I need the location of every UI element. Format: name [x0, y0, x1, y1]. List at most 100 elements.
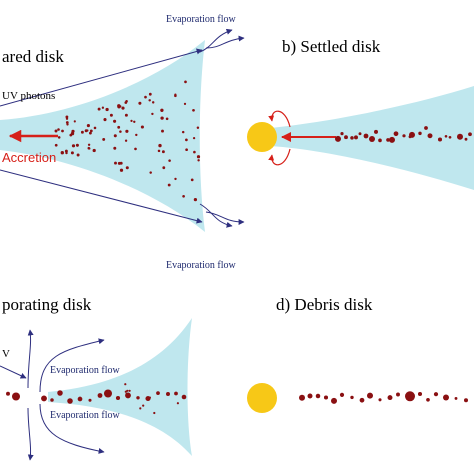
dust-grain-icon: [70, 151, 74, 155]
dust-grain-icon: [424, 126, 428, 130]
dust-grain-icon: [41, 395, 47, 402]
dust-grain-icon: [396, 392, 400, 397]
dust-grain-icon: [160, 108, 164, 112]
panel-b: b) Settled disk: [247, 37, 474, 190]
evaporation-flow-arrow-left-top: [27, 329, 34, 389]
dust-grain-icon: [160, 116, 164, 120]
panel-c: porating disk V Evaporation flow Evapora…: [0, 295, 192, 461]
dust-grain-icon: [158, 143, 162, 148]
dust-grain-icon: [73, 120, 76, 123]
dust-grain-icon: [323, 395, 329, 400]
dust-grain-icon: [113, 119, 117, 123]
dust-grain-icon: [86, 129, 89, 132]
dust-grain-icon: [354, 135, 358, 140]
dust-grain-icon: [134, 147, 137, 151]
dust-grain-icon: [161, 129, 164, 133]
dust-grain-icon: [444, 135, 448, 138]
panel-c-title: porating disk: [2, 295, 92, 314]
dust-grain-icon: [181, 394, 187, 400]
dust-grain-icon: [142, 404, 145, 407]
dust-grain-icon: [196, 155, 201, 159]
evaporation-flow-label-c-bottom: Evaporation flow: [50, 410, 120, 421]
evaporation-flow-arrow-right-bottom: [39, 403, 105, 454]
dust-grain-icon: [433, 392, 439, 397]
dust-grain-icon: [57, 136, 61, 139]
dust-grain-icon: [133, 120, 136, 123]
debris-disk-grains: [299, 391, 468, 404]
dust-grain-icon: [378, 138, 382, 143]
dust-grain-icon: [374, 129, 378, 134]
dust-grain-icon: [176, 402, 179, 405]
dust-grain-icon: [125, 392, 128, 395]
dust-grain-icon: [448, 135, 452, 139]
evaporation-flow-label-c-top: Evaporation flow: [50, 365, 120, 376]
dust-grain-icon: [128, 389, 131, 392]
dust-grain-icon: [157, 149, 161, 153]
dust-grain-icon: [121, 106, 125, 110]
dust-grain-icon: [185, 138, 188, 142]
dust-grain-icon: [153, 411, 156, 415]
dust-grain-icon: [350, 136, 354, 140]
dust-grain-icon: [151, 112, 154, 116]
dust-grain-icon: [105, 107, 109, 112]
uv-label: V: [2, 348, 10, 360]
dust-grain-icon: [369, 136, 375, 142]
evaporation-flow-arrow-top-1: [199, 28, 233, 53]
dust-grain-icon: [124, 139, 128, 142]
dust-grain-icon: [65, 117, 69, 120]
dust-grain-icon: [140, 125, 144, 129]
flared-disk-body: [0, 40, 205, 232]
settled-disk-grains: [335, 126, 472, 143]
dust-grain-icon: [166, 392, 170, 396]
dust-grain-icon: [125, 129, 129, 133]
dust-grain-icon: [340, 132, 344, 136]
dust-grain-icon: [457, 133, 463, 140]
evaporation-flow-arrow-left-bottom: [27, 407, 34, 461]
dust-grain-icon: [76, 153, 80, 157]
recirculation-arrow-top: [268, 110, 291, 128]
dust-grain-icon: [402, 134, 406, 138]
dust-grain-icon: [117, 125, 121, 129]
dust-grain-icon: [193, 197, 198, 202]
dust-grain-icon: [331, 397, 337, 404]
dust-grain-icon: [61, 129, 64, 133]
dust-grain-icon: [77, 396, 83, 402]
dust-grain-icon: [367, 392, 373, 399]
dust-grain-icon: [124, 101, 128, 104]
dust-grain-icon: [183, 102, 187, 106]
dust-grain-icon: [75, 143, 79, 147]
dust-grain-icon: [174, 177, 177, 181]
dust-grain-icon: [86, 124, 90, 128]
dust-grain-icon: [165, 117, 169, 121]
photoevaporating-disk-body: [48, 318, 192, 456]
star-icon: [247, 383, 277, 413]
dust-grain-icon: [92, 148, 96, 153]
dust-grain-icon: [114, 161, 117, 165]
dust-grain-icon: [393, 131, 399, 137]
dust-grain-icon: [192, 136, 196, 140]
dust-grain-icon: [71, 129, 75, 133]
dust-grain-icon: [60, 151, 64, 155]
dust-grain-icon: [193, 150, 196, 154]
dust-grain-icon: [87, 143, 91, 146]
dust-grain-icon: [148, 99, 151, 102]
dust-grain-icon: [168, 159, 171, 162]
evaporation-flow-label-top: Evaporation flow: [166, 14, 236, 25]
dust-grain-icon: [65, 151, 68, 155]
dust-grain-icon: [151, 101, 155, 104]
dust-grain-icon: [115, 395, 121, 401]
dust-grain-icon: [344, 135, 348, 140]
dust-grain-icon: [417, 391, 423, 397]
dust-grain-icon: [468, 132, 472, 137]
dust-grain-icon: [88, 398, 92, 402]
dust-grain-icon: [386, 138, 390, 142]
dust-grain-icon: [57, 128, 60, 131]
dust-grain-icon: [117, 161, 121, 165]
dust-grain-icon: [57, 390, 63, 396]
dust-grain-icon: [67, 398, 73, 404]
dust-grain-icon: [113, 134, 117, 138]
dust-grain-icon: [97, 107, 101, 111]
dust-grain-icon: [197, 159, 200, 162]
dust-grain-icon: [69, 133, 73, 137]
dust-grain-icon: [101, 106, 105, 109]
